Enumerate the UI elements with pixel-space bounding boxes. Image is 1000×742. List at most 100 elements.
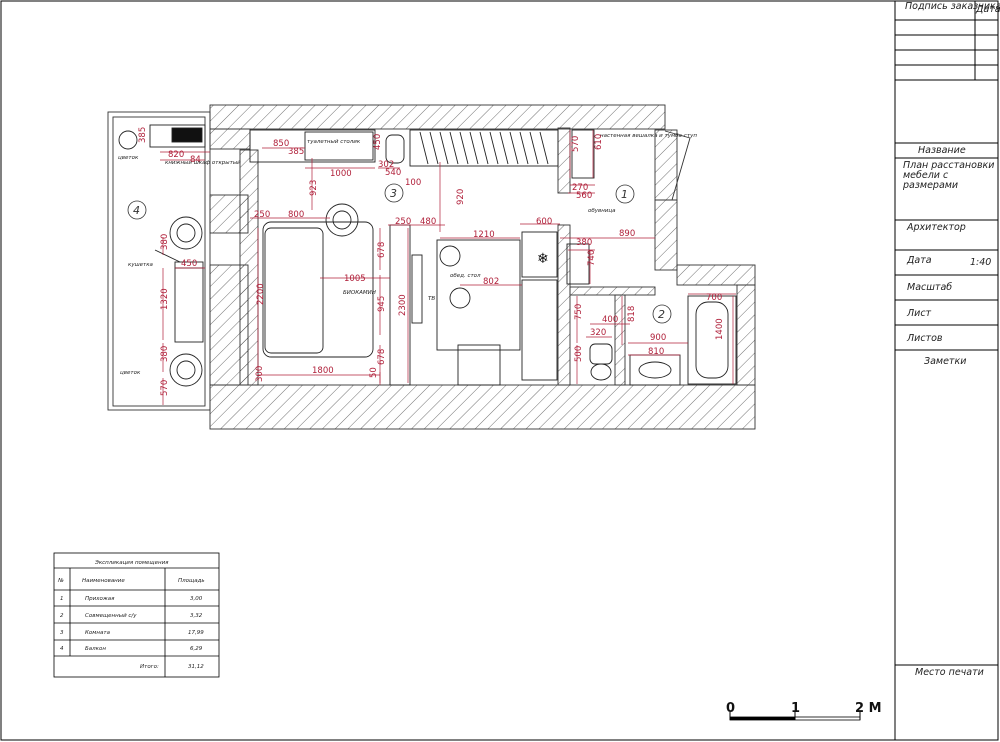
legend-row-num: 4	[60, 646, 64, 652]
dim-945: 945	[377, 296, 387, 312]
dim-302: 302	[378, 160, 394, 170]
dim-385-a: 385	[138, 127, 148, 143]
dim-923: 923	[309, 180, 319, 196]
dim-400: 400	[602, 315, 618, 325]
dim-818: 818	[627, 306, 637, 322]
dim-600: 600	[536, 217, 552, 227]
dim-570-a: 570	[571, 136, 581, 152]
dim-450: 450	[373, 134, 383, 150]
dim-610: 610	[594, 134, 604, 150]
dining-table-label: обед. стол	[450, 273, 481, 279]
dim-450-b: 450	[181, 259, 197, 269]
drawing-name: План расстановки мебели с размерами	[903, 161, 994, 191]
legend-col-area: Площадь	[178, 578, 205, 584]
legend-row-num: 3	[60, 630, 64, 636]
dim-570-b: 570	[160, 380, 170, 396]
legend-row-name: Прихожая	[85, 596, 115, 602]
vanity-label: туалетный столик	[307, 139, 361, 145]
dim-750: 750	[574, 304, 584, 320]
dim-2300: 2300	[398, 294, 408, 316]
dim-380-a: 380	[160, 234, 170, 250]
furniture	[118, 124, 737, 387]
chair-label: кушетка	[128, 262, 154, 268]
sheet-label: Лист	[906, 308, 932, 319]
dimension-values: 385 820 84 850 385 450 1000 302 540 100 …	[138, 127, 725, 396]
room-markers: 1 2 3 4	[127, 183, 672, 324]
room-number-4: 4	[133, 204, 140, 217]
hanger-label: настенная вешалка и тумба-ступ	[600, 133, 697, 139]
name-label: Название	[918, 145, 966, 156]
dim-540: 540	[385, 168, 401, 178]
room-number-2: 2	[658, 308, 665, 321]
date-label: Дата	[906, 255, 932, 266]
dim-100: 100	[405, 178, 421, 188]
legend-row-area: 6,29	[190, 646, 203, 652]
dim-1210: 1210	[473, 230, 495, 240]
print-place: Место печати	[915, 668, 984, 678]
legend-row-area: 17,99	[188, 630, 204, 636]
legend-title: Экспликация помещения	[94, 560, 169, 566]
dim-900: 900	[650, 333, 666, 343]
dim-385-b: 385	[288, 147, 304, 157]
legend-col-num: №	[57, 578, 64, 584]
notes-label: Заметки	[924, 356, 966, 367]
sheets-label: Листов	[906, 333, 943, 344]
legend-row-name: Совмещенный с/у	[85, 613, 137, 619]
bed-label: БИОКАМИН	[343, 290, 376, 296]
dim-1800: 1800	[312, 366, 334, 376]
dim-1000: 1000	[330, 169, 352, 179]
legend-row-name: Комната	[85, 630, 111, 636]
dim-380-b: 380	[160, 346, 170, 362]
legend-total-label: Итого:	[140, 664, 159, 670]
dim-250-a: 250	[254, 210, 270, 220]
flower-label-bottom: цветок	[120, 370, 141, 376]
room-number-1: 1	[621, 188, 628, 201]
dim-1400: 1400	[715, 318, 725, 340]
dim-740: 740	[587, 250, 597, 266]
scale-value: 1:40	[970, 257, 991, 268]
date-column-header: Дата	[975, 4, 1000, 15]
dim-84: 84	[190, 155, 201, 165]
dim-678-b: 678	[377, 349, 387, 365]
dim-820: 820	[168, 150, 184, 160]
scale-tick-1: 1	[791, 701, 800, 716]
legend-total-value: 31,12	[188, 664, 204, 670]
legend-row-area: 3,32	[190, 613, 203, 619]
dim-700: 700	[706, 293, 722, 303]
legend-col-name: Наименование	[82, 578, 125, 584]
title-block	[894, 1, 998, 740]
dim-320: 320	[590, 328, 606, 338]
legend-row-num: 2	[60, 613, 64, 619]
dim-250-b: 250	[395, 217, 411, 227]
room-legend-table	[53, 552, 220, 678]
dim-920: 920	[456, 189, 466, 205]
dim-500: 500	[574, 346, 584, 362]
fridge-icon: ❄	[537, 251, 549, 267]
dim-800: 800	[288, 210, 304, 220]
dim-850: 850	[273, 139, 289, 149]
dim-802: 802	[483, 277, 499, 287]
dim-480: 480	[420, 217, 436, 227]
dim-1005: 1005	[344, 274, 366, 284]
scale-bar	[729, 712, 861, 721]
dim-560: 560	[576, 191, 592, 201]
flower-label-top: цветок	[118, 155, 139, 161]
dim-890: 890	[619, 229, 635, 239]
dim-300: 300	[255, 366, 265, 382]
dim-1320: 1320	[160, 288, 170, 310]
dim-270: 270	[572, 183, 588, 193]
tv-label: ТВ	[428, 296, 435, 302]
walls	[107, 104, 756, 430]
customer-signature-label: Подпись заказчика	[905, 1, 1000, 12]
legend-row-area: 3,00	[190, 596, 203, 602]
scale-tick-2: 2 М	[855, 701, 882, 716]
bookshelf-label: книжный шкаф открытый	[165, 160, 241, 166]
scale-label: Масштаб	[907, 282, 952, 293]
dim-380-c: 380	[576, 238, 592, 248]
dim-50: 50	[369, 367, 379, 378]
room-number-3: 3	[390, 187, 397, 200]
legend-row-name: Балкон	[85, 646, 106, 652]
architect-label: Архитектор	[906, 222, 966, 233]
